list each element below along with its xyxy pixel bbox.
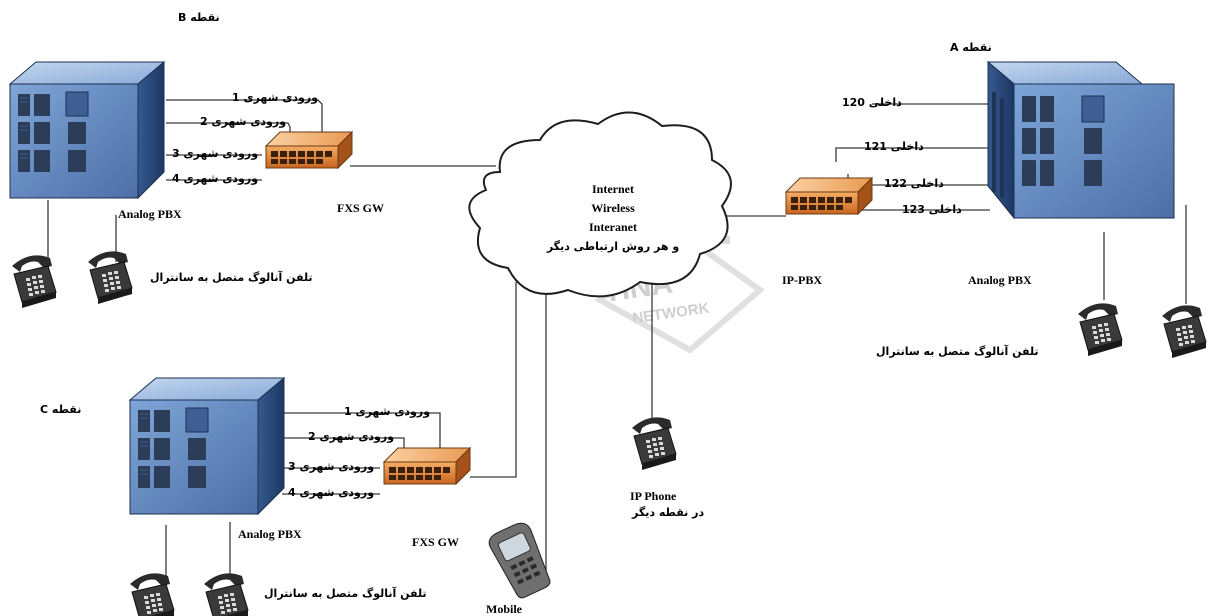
site-c-phones-caption: تلفن آنالوگ متصل به سانترال	[264, 587, 427, 600]
mobile-phone-icon	[488, 522, 551, 599]
site-b-line-2: ورودی شهری 2	[200, 115, 287, 128]
site-c-phone-1	[129, 572, 175, 616]
site-c-fxs-gateway	[383, 447, 471, 485]
site-c-phone-2	[203, 572, 249, 616]
site-c-title: نقطه C	[40, 403, 82, 416]
site-a-ext-122: داخلی 122	[884, 177, 944, 190]
cloud-line-wireless: Wireless	[591, 201, 635, 215]
site-b-line-3: ورودی شهری 3	[172, 147, 259, 160]
cloud-line-internet: Internet	[592, 182, 634, 196]
site-b-gateway-label: FXS GW	[337, 201, 385, 215]
site-c-pbx	[129, 377, 285, 515]
site-b-pbx-label: Analog PBX	[118, 207, 182, 221]
watermark-network: NETWORK	[631, 300, 710, 328]
site-a-ip-pbx	[785, 177, 873, 215]
site-a-ip-pbx-label: IP-PBX	[782, 273, 822, 287]
site-a-phone-1	[1077, 302, 1123, 357]
site-a-ext-121: داخلی 121	[864, 140, 924, 153]
site-c-line-2: ورودی شهری 2	[308, 430, 395, 443]
cloud-line-other: و هر روش ارتباطی دیگر	[546, 240, 680, 253]
site-b-phones-caption: تلفن آنالوگ متصل به سانترال	[150, 271, 313, 284]
site-b-line-1: ورودی شهری 1	[232, 91, 319, 104]
site-c-line-4: ورودی شهری 4	[288, 486, 375, 499]
site-a-pbx-label: Analog PBX	[968, 273, 1032, 287]
site-b-phone-1	[11, 254, 57, 309]
site-a-pbx	[986, 60, 1175, 220]
site-a-ext-120: داخلی 120	[842, 96, 902, 109]
site-c-gateway-label: FXS GW	[412, 535, 460, 549]
site-b-title: نقطه B	[178, 11, 220, 24]
site-c-line-3: ورودی شهری 3	[288, 460, 375, 473]
site-a-phones-caption: تلفن آنالوگ متصل به سانترال	[876, 345, 1039, 358]
ip-phone-label: IP Phone	[630, 489, 677, 503]
site-c-pbx-label: Analog PBX	[238, 527, 302, 541]
ip-phone	[631, 416, 677, 471]
site-b-phone-2	[87, 250, 133, 305]
site-a-ext-123: داخلی 123	[902, 203, 962, 216]
ip-phone-sublabel: در نقطه دیگر	[632, 506, 705, 519]
site-a-title: نقطه A	[950, 41, 992, 54]
site-b-line-4: ورودی شهری 4	[172, 172, 259, 185]
site-b-fxs-gateway	[265, 131, 353, 169]
site-b-pbx	[9, 61, 165, 199]
site-c-line-1: ورودی شهری 1	[344, 405, 431, 418]
cloud-line-interanet: Interanet	[589, 220, 637, 234]
cloud-text: Internet Wireless Interanet و هر روش ارت…	[528, 180, 698, 256]
internet-cloud	[468, 111, 732, 298]
site-a-phone-2	[1161, 304, 1207, 359]
mobile-label: Mobile	[486, 602, 522, 616]
